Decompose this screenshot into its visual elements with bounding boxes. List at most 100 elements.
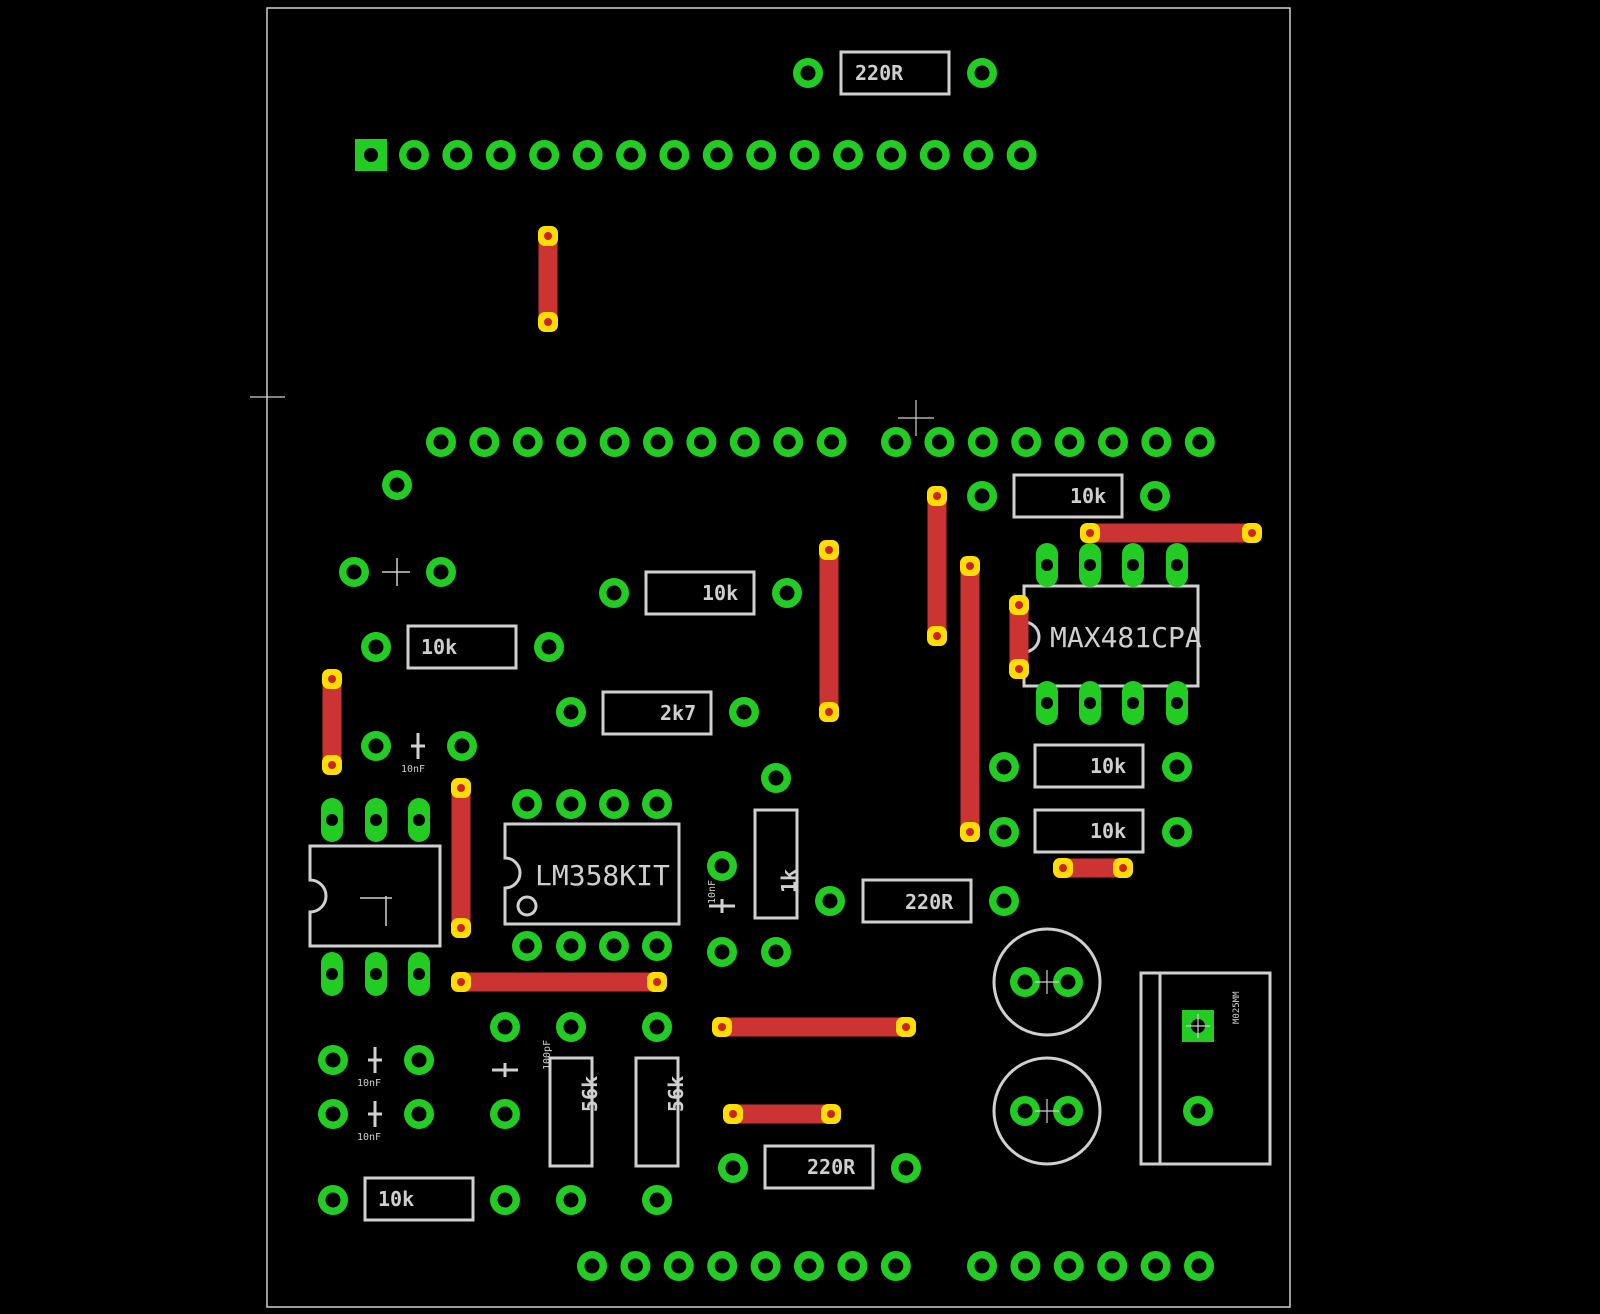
jumper (723, 1104, 841, 1124)
pad (442, 140, 473, 170)
jumper (1053, 858, 1133, 878)
pad (404, 1099, 434, 1129)
crosshair-icon (1035, 970, 1059, 994)
pad (815, 886, 845, 916)
pad (382, 470, 412, 500)
pad (599, 789, 629, 819)
pad (339, 557, 369, 587)
pad (529, 140, 560, 170)
pad (729, 697, 759, 727)
label-c-10nf-1: 10nF (401, 764, 425, 775)
pad (761, 937, 791, 967)
pad (556, 789, 586, 819)
pad (512, 789, 542, 819)
pad-oval (1036, 543, 1058, 587)
capacitor-symbols (368, 733, 735, 1127)
pad (663, 1251, 694, 1281)
pad (789, 140, 820, 170)
through-hole-pads (318, 58, 1215, 1281)
label-r-220r-3: 220R (807, 1155, 856, 1179)
pad-oval (1166, 681, 1188, 725)
pad (750, 1251, 781, 1281)
pad (490, 1185, 520, 1215)
pad (967, 58, 997, 88)
pad (642, 789, 672, 819)
pad (686, 427, 717, 457)
pad-oval (1166, 543, 1188, 587)
pad (577, 1251, 607, 1281)
pad (1010, 1096, 1040, 1126)
silkscreen (308, 50, 1272, 1222)
jumper (1080, 523, 1262, 543)
pad (881, 427, 911, 457)
pad-oval (408, 798, 430, 842)
pad (556, 427, 587, 457)
label-r-10k-5: 10k (1090, 819, 1126, 843)
pad-oval (1122, 681, 1144, 725)
pad-oval (1079, 681, 1101, 725)
pad (989, 886, 1019, 916)
pad-oval (408, 952, 430, 996)
jumper (322, 669, 342, 775)
pad-oval (365, 952, 387, 996)
label-r-10k-6: 10k (378, 1187, 414, 1211)
pad (361, 731, 391, 761)
pad (837, 1251, 868, 1281)
pad (891, 1153, 921, 1183)
pad (1010, 967, 1040, 997)
pad (643, 427, 673, 457)
label-c-10nf-3: 10nF (357, 1132, 381, 1143)
jumper (451, 778, 471, 938)
label-c-10nf-4: 10nF (707, 880, 718, 904)
pad (318, 1045, 348, 1075)
label-r-220r-top: 220R (855, 61, 904, 85)
pad (794, 1251, 824, 1281)
pad (512, 931, 542, 961)
pad (485, 140, 516, 170)
pad (793, 58, 823, 88)
pad (318, 1185, 348, 1215)
pad (707, 851, 737, 881)
pad (318, 1099, 348, 1129)
pad (1097, 1251, 1128, 1281)
pad (512, 427, 543, 457)
label-pot-m025mm: M025MM (1232, 991, 1242, 1024)
pad (599, 931, 629, 961)
pad (1184, 1251, 1214, 1281)
pad (642, 1012, 672, 1042)
label-r-10k-4: 10k (1090, 754, 1126, 778)
jumper (960, 556, 980, 842)
label-ic-max481cpa: MAX481CPA (1050, 621, 1202, 654)
pad (876, 140, 907, 170)
pad (1162, 752, 1192, 782)
pad (761, 763, 791, 793)
pad (880, 1251, 911, 1281)
jumper (451, 972, 667, 992)
pad (642, 931, 672, 961)
label-r-56k-1: 56k (578, 1076, 602, 1112)
pad (620, 1251, 651, 1281)
pad (1006, 140, 1037, 170)
pad (773, 427, 804, 457)
label-c-100pf: 100pF (542, 1040, 553, 1070)
pad (556, 1185, 586, 1215)
label-r-10k-2: 10k (702, 581, 738, 605)
pad (426, 427, 456, 457)
pad (967, 481, 997, 511)
pad (490, 1012, 520, 1042)
jumper (1009, 595, 1029, 679)
pad (599, 427, 630, 457)
pad (572, 140, 603, 170)
pad (1011, 427, 1042, 457)
pad-oval (321, 798, 343, 842)
label-r-10k-1: 10k (1070, 484, 1106, 508)
pad (1140, 481, 1170, 511)
pad (967, 1251, 997, 1281)
label-r-1k: 1k (777, 869, 801, 893)
pad (1162, 817, 1192, 847)
crosshair-icon (250, 396, 934, 436)
pad (659, 140, 690, 170)
pad (707, 937, 737, 967)
pad (426, 557, 456, 587)
crosshair-icon (1035, 1099, 1059, 1123)
